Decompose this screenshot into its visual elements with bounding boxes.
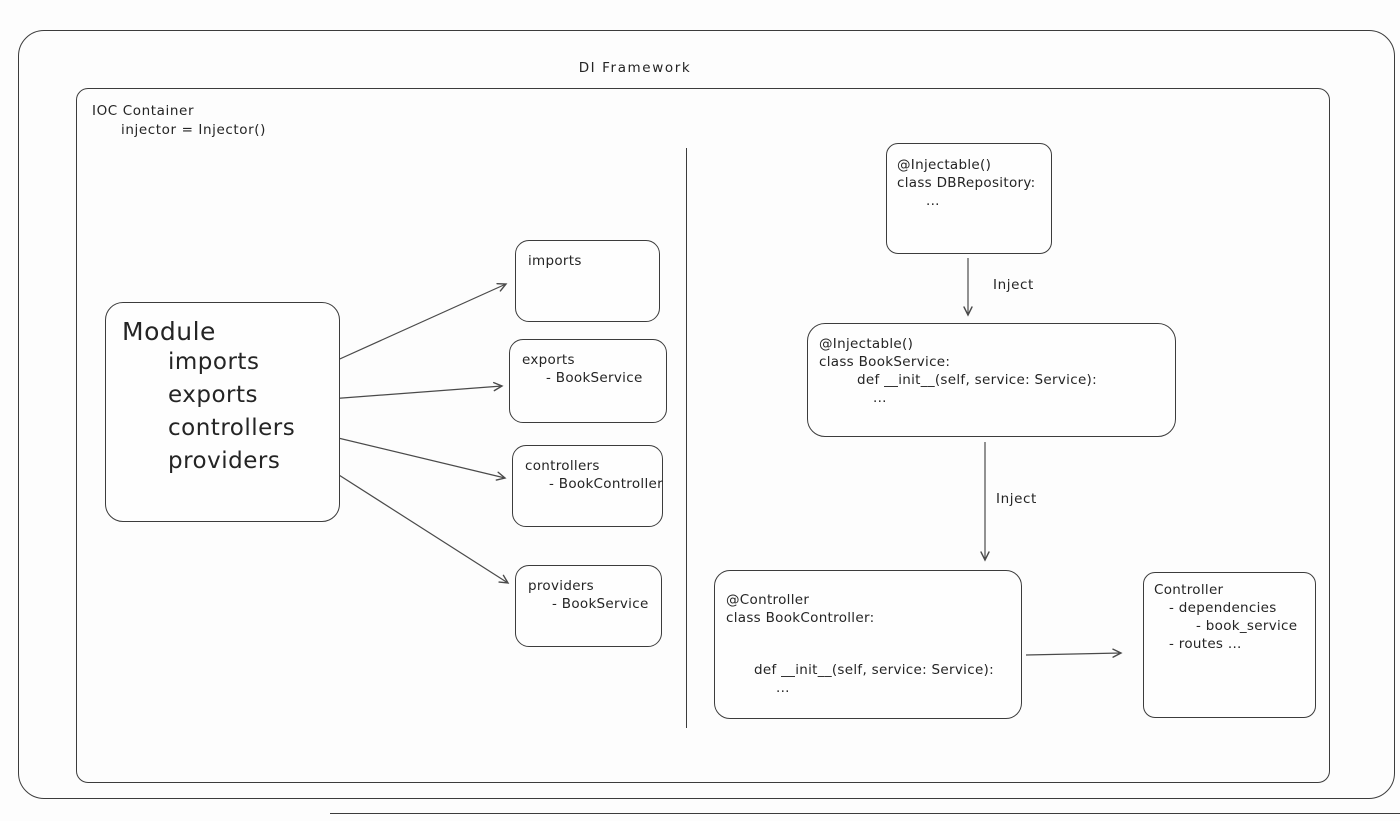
ioc-container-label: IOC Container [92,103,195,119]
book-controller-line: class BookController: [726,610,875,626]
book-service-line: ... [873,390,887,406]
module-item-imports: imports [168,349,260,375]
book-controller-line: def __init__(self, service: Service): [754,662,994,678]
inject-label-top: Inject [993,277,1034,293]
book-service-line: @Injectable() [819,336,914,352]
controller-summary-item: - book_service [1196,618,1298,634]
diagram-title: DI Framework [578,60,692,76]
module-box: Module imports exports controllers provi… [105,302,340,522]
imports-box: imports [515,240,660,322]
ioc-container-frame [76,88,1330,783]
divider-line [686,148,687,728]
controllers-box-sub: - BookController [549,476,663,492]
providers-box: providers - BookService [515,565,662,647]
book-service-box: @Injectable() class BookService: def __i… [807,323,1176,437]
module-item-exports: exports [168,382,258,408]
exports-box: exports - BookService [509,339,667,423]
imports-box-title: imports [528,253,582,269]
book-service-line: class BookService: [819,354,951,370]
stray-border-line [330,813,1400,814]
controllers-box: controllers - BookController [512,445,663,527]
di-framework-frame [18,30,1395,799]
db-repository-line: ... [926,193,940,209]
providers-box-sub: - BookService [552,596,649,612]
module-title: Module [122,317,216,346]
exports-box-title: exports [522,352,575,368]
controller-summary-title: Controller [1154,582,1224,598]
book-controller-line: ... [776,680,790,696]
controller-summary-item: - routes ... [1169,636,1242,652]
db-repository-line: @Injectable() [897,157,992,173]
ioc-container-code: injector = Injector() [121,122,267,138]
controller-summary-item: - dependencies [1169,600,1277,616]
module-item-controllers: controllers [168,415,296,441]
book-service-line: def __init__(self, service: Service): [857,372,1097,388]
db-repository-box: @Injectable() class DBRepository: ... [886,143,1052,254]
imports-box-sub [528,270,653,288]
module-item-providers: providers [168,448,281,474]
exports-box-sub: - BookService [546,370,643,386]
providers-box-title: providers [528,578,594,594]
controller-summary-box: Controller - dependencies - book_service… [1143,572,1316,718]
book-controller-line: @Controller [726,592,810,608]
book-controller-box: @Controller class BookController: def __… [714,570,1022,719]
controllers-box-title: controllers [525,458,600,474]
inject-label-bottom: Inject [996,491,1037,507]
db-repository-line: class DBRepository: [897,175,1036,191]
